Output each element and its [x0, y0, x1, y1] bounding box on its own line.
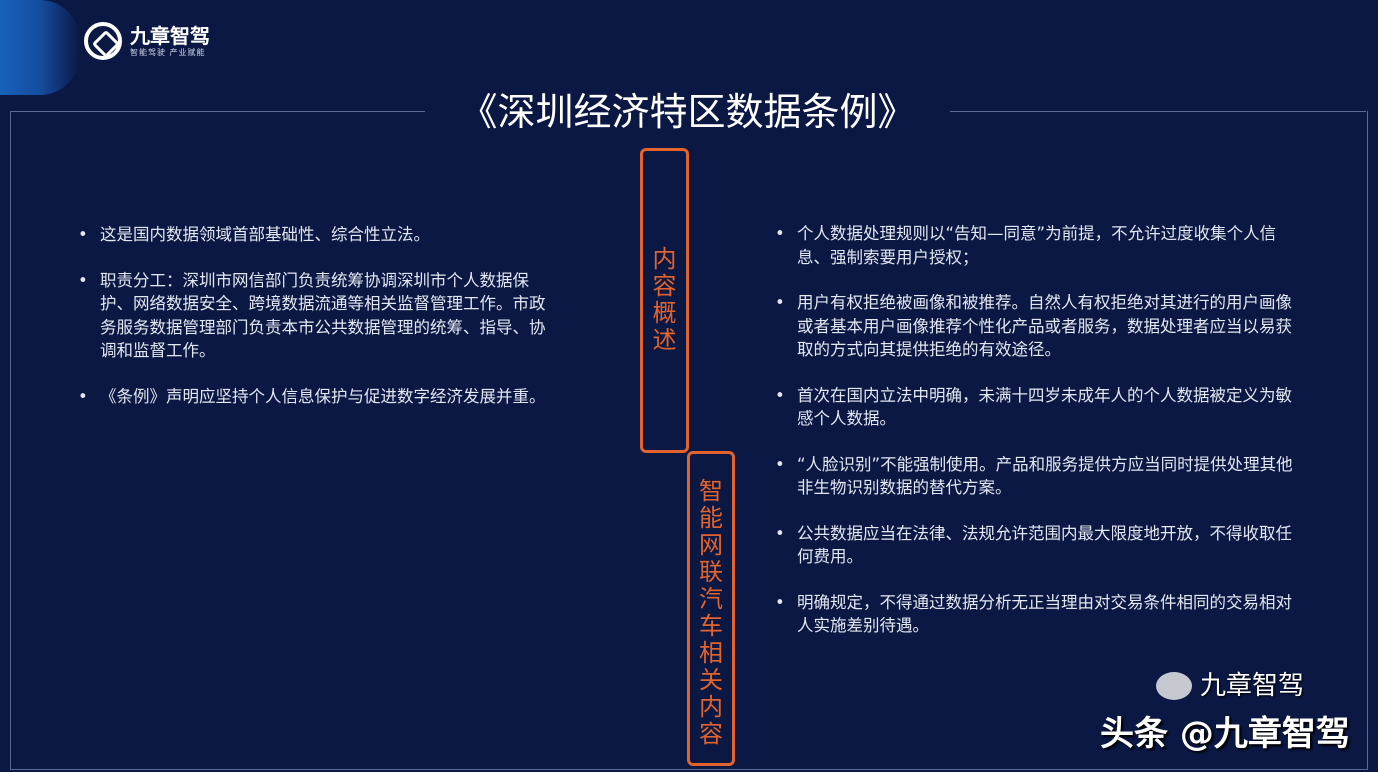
icv-list: 个人数据处理规则以“告知—同意”为前提，不允许过度收集个人信息、强制索要用户授权… — [775, 222, 1305, 660]
list-item: 用户有权拒绝被画像和被推荐。自然人有权拒绝对其进行的用户画像或者基本用户画像推荐… — [775, 291, 1305, 362]
list-item: “人脸识别”不能强制使用。产品和服务提供方应当同时提供处理其他非生物识别数据的替… — [775, 453, 1305, 500]
logo-name: 九章智驾 — [130, 23, 210, 48]
content-frame — [10, 111, 1368, 770]
logo-tagline: 智能驾驶 产业赋能 — [130, 47, 206, 57]
wechat-watermark: 九章智驾 — [1200, 671, 1305, 701]
list-item: 《条例》声明应坚持个人信息保护与促进数字经济发展并重。 — [78, 385, 548, 409]
list-item: 明确规定，不得通过数据分析无正当理由对交易条件相同的交易相对人实施差别待遇。 — [775, 591, 1305, 638]
wechat-icon — [1156, 672, 1192, 700]
divider — [10, 111, 425, 112]
list-item: 首次在国内立法中明确，未满十四岁未成年人的个人数据被定义为敏感个人数据。 — [775, 384, 1305, 431]
overview-list: 这是国内数据领域首部基础性、综合性立法。 职责分工：深圳市网信部门负责统筹协调深… — [78, 223, 548, 430]
logo-icon — [84, 22, 122, 60]
logo: 九章智驾 智能驾驶 产业赋能 — [84, 22, 210, 60]
list-item: 这是国内数据领域首部基础性、综合性立法。 — [78, 223, 548, 247]
divider — [950, 111, 1366, 112]
icv-label: 智能网联汽车相关内容 — [699, 477, 723, 748]
page-title: 《深圳经济特区数据条例》 — [459, 90, 916, 134]
icv-label-box: 智能网联汽车相关内容 — [687, 451, 735, 766]
list-item: 职责分工：深圳市网信部门负责统筹协调深圳市个人数据保护、网络数据安全、跨境数据流… — [78, 269, 548, 363]
overview-label-box: 内容概述 — [640, 148, 689, 453]
toutiao-watermark: 头条 @九章智驾 — [1100, 714, 1350, 754]
decorative-face-graphic — [0, 0, 80, 95]
overview-label: 内容概述 — [652, 245, 677, 354]
list-item: 个人数据处理规则以“告知—同意”为前提，不允许过度收集个人信息、强制索要用户授权… — [775, 222, 1305, 269]
list-item: 公共数据应当在法律、法规允许范围内最大限度地开放，不得收取任何费用。 — [775, 522, 1305, 569]
